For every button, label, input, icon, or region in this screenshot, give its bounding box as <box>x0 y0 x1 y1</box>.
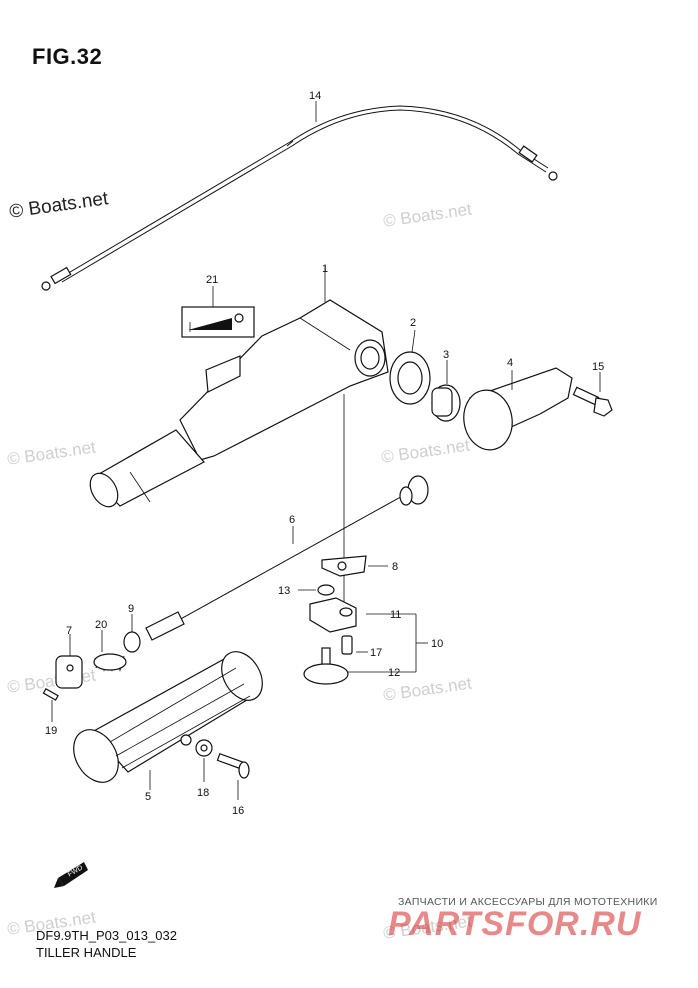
callout-1: 1 <box>322 263 328 275</box>
callout-4: 4 <box>507 357 513 369</box>
part-14-throttle-cable[interactable] <box>41 105 558 291</box>
callout-17: 17 <box>370 647 382 659</box>
part-9-bushing[interactable] <box>123 631 141 653</box>
part-8-plate[interactable] <box>321 555 367 577</box>
part-2-bush[interactable] <box>389 351 431 405</box>
callout-11: 11 <box>390 609 401 621</box>
figure-title: FIG.32 <box>32 44 103 69</box>
callout-8: 8 <box>392 561 398 573</box>
part-20-spring[interactable] <box>93 653 127 672</box>
part-11-friction-piece[interactable] <box>309 597 357 633</box>
callout-18: 18 <box>197 787 209 799</box>
part-1-tiller-handle[interactable] <box>85 299 389 512</box>
fwd-arrow-icon: FWD <box>54 862 88 888</box>
callout-7: 7 <box>66 625 72 637</box>
callout-13: 13 <box>278 585 290 597</box>
callout-5: 5 <box>145 791 151 803</box>
callout-3: 3 <box>443 349 449 361</box>
part-16-screw[interactable] <box>216 752 250 779</box>
callout-20: 20 <box>95 619 107 631</box>
figure-name: TILLER HANDLE <box>36 945 137 960</box>
callout-10: 10 <box>431 638 443 650</box>
part-21-label-plate[interactable] <box>181 306 255 338</box>
callout-6: 6 <box>289 514 295 526</box>
part-18-lock-washer[interactable] <box>195 739 213 757</box>
part-19-pin[interactable] <box>42 687 59 701</box>
callout-2: 2 <box>410 317 416 329</box>
part-12-adjuster[interactable] <box>303 647 349 685</box>
callout-12: 12 <box>388 667 400 679</box>
figure-code: DF9.9TH_P03_013_032 <box>36 928 177 943</box>
part-15-bolt[interactable] <box>572 386 613 417</box>
partsfor-logo: PARTSFOR.RU <box>388 905 642 943</box>
part-3-collar[interactable] <box>431 384 461 422</box>
partsfor-tagline: ЗАПЧАСТИ И АКСЕССУАРЫ ДЛЯ МОТОТЕХНИКИ <box>398 896 658 908</box>
part-4-grip-cover[interactable] <box>459 367 573 454</box>
part-5-grip[interactable] <box>65 644 271 790</box>
callout-21: 21 <box>206 274 218 286</box>
callout-16: 16 <box>232 805 244 817</box>
callout-9: 9 <box>128 603 134 615</box>
callout-14: 14 <box>309 90 321 102</box>
part-13-washer[interactable] <box>317 584 335 596</box>
callout-19: 19 <box>45 725 57 737</box>
part-17-screw[interactable] <box>341 635 353 655</box>
part-7-cap[interactable] <box>55 655 83 689</box>
part-6-throttle-shaft[interactable] <box>145 475 429 641</box>
callout-15: 15 <box>592 361 604 373</box>
